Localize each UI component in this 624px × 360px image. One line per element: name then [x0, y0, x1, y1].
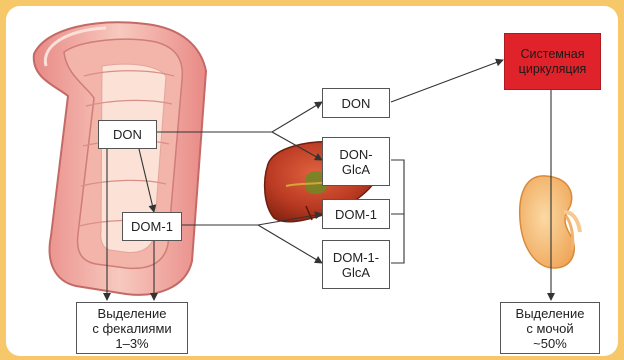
dom1-glca-box: DOM-1- GlcA — [322, 240, 390, 289]
urine-excretion-box: Выделение с мочой ~50% — [500, 302, 600, 354]
don-liver-box: DON — [322, 88, 390, 118]
intestine-illustration — [34, 22, 206, 295]
systemic-circulation-box: Системная циркуляция — [504, 33, 601, 90]
dom1-liver-box: DOM-1 — [322, 199, 390, 229]
don-intestine-box: DON — [98, 120, 157, 149]
kidney-illustration — [520, 176, 580, 268]
don-glca-box: DON- GlcA — [322, 137, 390, 186]
fecal-excretion-box: Выделение с фекалиями 1–3% — [76, 302, 188, 354]
dom1-intestine-box: DOM-1 — [122, 212, 182, 241]
diagram-canvas: DON DOM-1 Выделение с фекалиями 1–3% DON… — [6, 6, 618, 356]
